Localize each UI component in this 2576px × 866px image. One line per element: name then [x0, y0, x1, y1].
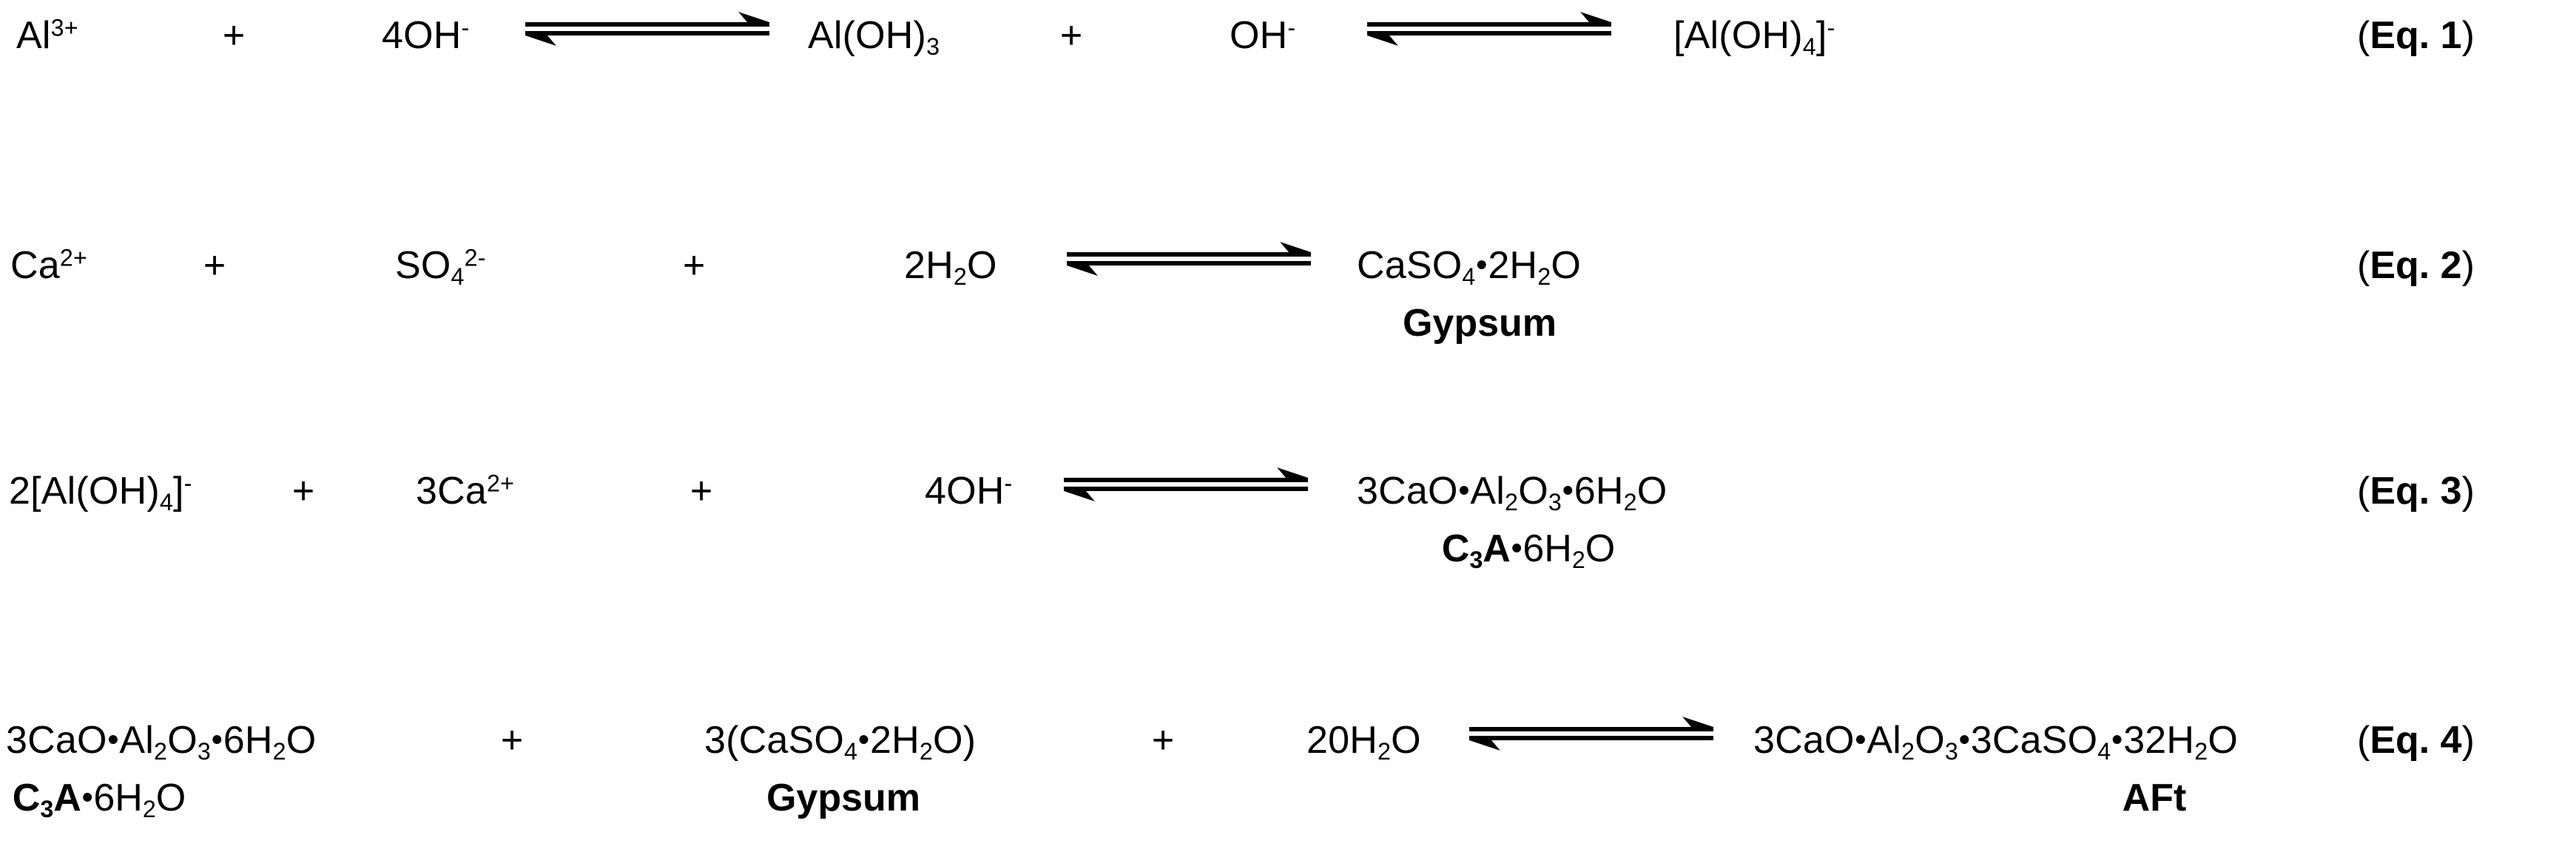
term-c3a-hydrate-formula: 3CaO•Al2O3•6H2O [6, 719, 317, 765]
plus-sign: + [1151, 719, 1175, 762]
term-sulfate-ion: SO42- [395, 244, 486, 291]
term-gypsum-formula: CaSO4•2H2O [1357, 244, 1581, 291]
term-20h2o: 20H2O [1306, 719, 1421, 765]
plus-sign: + [222, 14, 246, 57]
sublabel-gypsum: Gypsum [1402, 302, 1557, 345]
equation-label-1: (Eq. 1) [2357, 14, 2475, 57]
term-oh-minus: OH- [1230, 14, 1296, 57]
plus-sign: + [1059, 14, 1083, 57]
plus-sign: + [682, 244, 706, 287]
plus-sign: + [291, 470, 315, 513]
term-c3a-hydrate-formula: 3CaO•Al2O3•6H2O [1357, 470, 1668, 516]
term-2h2o: 2H2O [904, 244, 997, 291]
sublabel-aft: AFt [2122, 777, 2187, 819]
term-al3plus: Al3+ [16, 14, 78, 57]
equilibrium-arrow-icon [525, 10, 769, 46]
equilibrium-arrow-icon [1367, 10, 1611, 46]
term-4oh-minus: 4OH- [382, 14, 470, 57]
term-4oh-minus: 4OH- [925, 470, 1013, 513]
equilibrium-arrow-icon [1064, 466, 1308, 501]
term-3ca2plus: 3Ca2+ [416, 470, 515, 513]
plus-sign: + [203, 244, 226, 287]
term-ca2plus: Ca2+ [10, 244, 88, 287]
term-aluminate-ion: [Al(OH)4]- [1673, 14, 1835, 61]
equation-label-4: (Eq. 4) [2357, 719, 2475, 762]
term-aloh3: Al(OH)3 [808, 14, 940, 61]
equilibrium-arrow-icon [1067, 240, 1311, 276]
equation-label-3: (Eq. 3) [2357, 470, 2475, 513]
sublabel-c3a-hydrate: C3A•6H2O [12, 777, 186, 823]
equation-label-2: (Eq. 2) [2357, 244, 2475, 287]
plus-sign: + [689, 470, 713, 513]
term-2-aluminate-ion: 2[Al(OH)4]- [9, 470, 192, 516]
sublabel-gypsum: Gypsum [766, 777, 921, 819]
sublabel-c3a-hydrate: C3A•6H2O [1441, 527, 1616, 574]
equilibrium-arrow-icon [1469, 715, 1713, 751]
term-3-gypsum-formula: 3(CaSO4•2H2O) [704, 719, 977, 765]
term-ettringite-formula: 3CaO•Al2O3•3CaSO4•32H2O [1753, 719, 2238, 765]
plus-sign: + [500, 719, 524, 762]
